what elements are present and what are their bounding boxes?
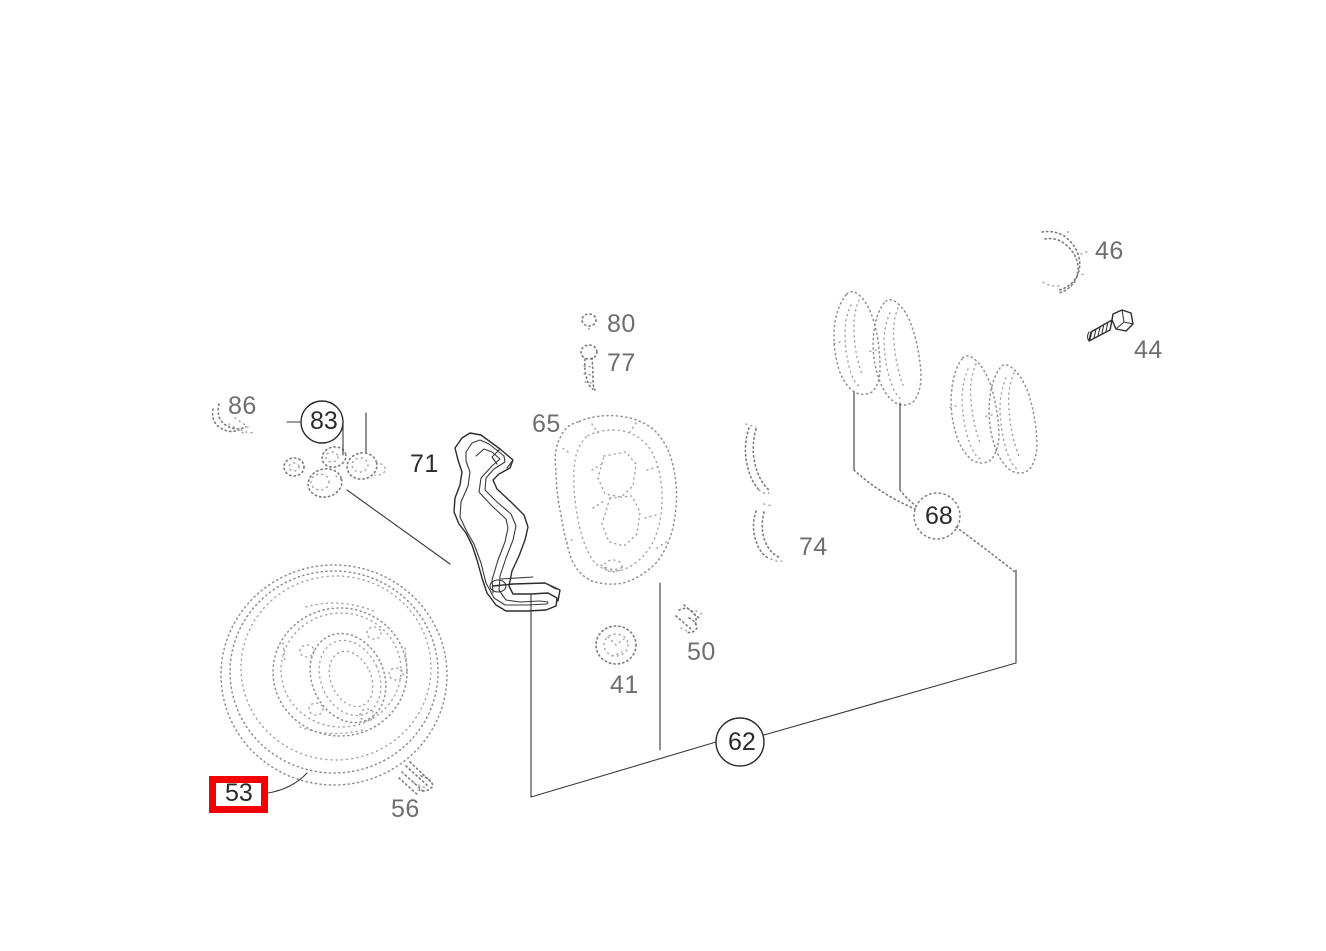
part-label-56: 56	[391, 795, 420, 823]
part-62-assembly-frame	[530, 569, 1017, 798]
part-50-small-fastener	[675, 604, 705, 634]
part-label-74: 74	[799, 533, 828, 561]
leader-68-a2	[853, 469, 916, 510]
part-label-86: 86	[228, 392, 257, 420]
leader-68-to-frame	[955, 526, 1016, 573]
part-label-77: 77	[607, 349, 636, 377]
part-label-71: 71	[410, 450, 439, 478]
part-71-caliper-bracket	[453, 432, 561, 612]
part-41-disc-bolt	[595, 625, 637, 665]
part-label-80: 80	[607, 310, 636, 338]
part-80-bleeder-cap	[581, 313, 597, 331]
part-label-44: 44	[1134, 336, 1163, 364]
part-65-brake-caliper	[554, 414, 678, 585]
part-83-guide-pins	[283, 412, 387, 498]
part-label-41: 41	[610, 671, 639, 699]
part-74-pad-retaining-spring	[744, 423, 786, 562]
part-77-bleeder-screw	[580, 344, 598, 391]
part-53-brake-disc	[220, 564, 448, 786]
leader-53	[267, 772, 308, 794]
callout-circle-68	[913, 492, 961, 540]
part-label-53: 53	[225, 779, 253, 807]
part-label-62: 62	[728, 728, 756, 756]
part-46-spring-clip	[1041, 229, 1090, 294]
part-label-65: 65	[532, 410, 561, 438]
part-44-hex-bolt	[1086, 309, 1134, 342]
part-86-guide-pin-boot	[211, 403, 256, 434]
leader-71-to-pins	[346, 489, 451, 565]
callout-circle-62	[715, 717, 765, 767]
part-label-46: 46	[1095, 237, 1124, 265]
leader-68-b2	[899, 489, 917, 507]
callout-circle-83	[300, 400, 344, 444]
part-label-68: 68	[925, 502, 953, 530]
part-label-50: 50	[687, 638, 716, 666]
part-68-brake-pads	[831, 291, 1038, 474]
part-56-retaining-screw	[398, 761, 434, 797]
part-label-83: 83	[310, 407, 338, 435]
